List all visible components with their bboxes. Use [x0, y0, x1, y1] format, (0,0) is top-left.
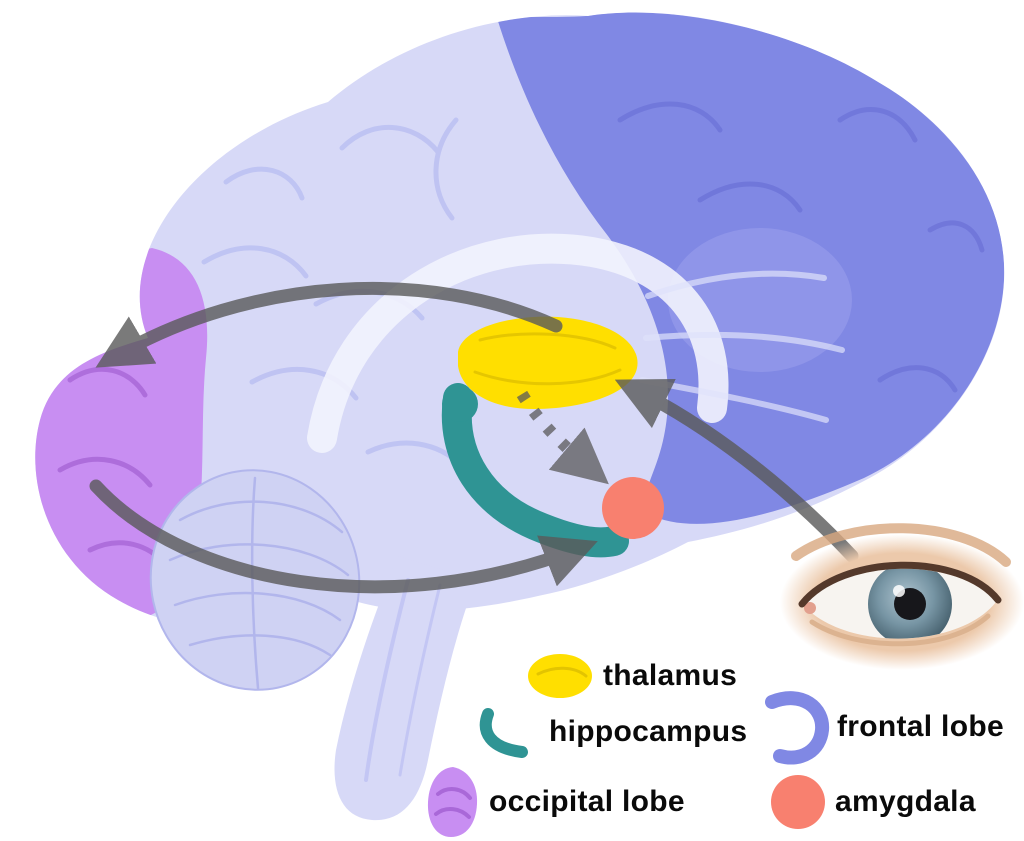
legend-item-thalamus: thalamus	[524, 650, 737, 702]
arrow-eye-to-thalamus	[614, 378, 859, 563]
eyelid-crease	[791, 523, 1011, 567]
visual-pathway-arrows	[89, 282, 859, 594]
amygdala-region	[602, 477, 664, 539]
amygdala-swatch-icon	[771, 775, 825, 829]
frontal-lobe-swatch-icon	[765, 691, 830, 765]
upper-lash-line	[798, 561, 1002, 608]
legend-label: occipital lobe	[489, 785, 685, 818]
arrow-occipital-to-hippocampus	[89, 479, 598, 594]
hippocampus-swatch-icon	[479, 708, 528, 758]
corpus-callosum-band	[307, 233, 729, 453]
eye-inner-corner	[804, 602, 816, 614]
legend-item-occipital-lobe: occipital lobe	[424, 764, 685, 840]
legend-label: thalamus	[603, 659, 738, 692]
lower-lid-line	[809, 613, 991, 647]
legend-item-frontal-lobe: frontal lobe	[756, 688, 1004, 766]
thalamus-swatch-icon	[528, 654, 592, 698]
legend-item-hippocampus: hippocampus	[476, 706, 747, 758]
legend-label: hippocampus	[549, 715, 748, 748]
thalamus-region	[458, 316, 638, 409]
cerebellum-region	[149, 469, 361, 691]
legend-label: frontal lobe	[837, 710, 1004, 743]
frontal-lobe-gyri-lines	[617, 101, 985, 393]
eye-highlight	[893, 585, 905, 597]
legend-item-amygdala: amygdala	[768, 772, 976, 832]
occipital-lobe-swatch-icon	[427, 767, 478, 837]
legend-label: amygdala	[835, 785, 976, 818]
eye-photo	[780, 523, 1024, 670]
arrow-thalamus-to-occipital	[95, 282, 563, 368]
brainstem-texture-lines	[364, 578, 442, 782]
